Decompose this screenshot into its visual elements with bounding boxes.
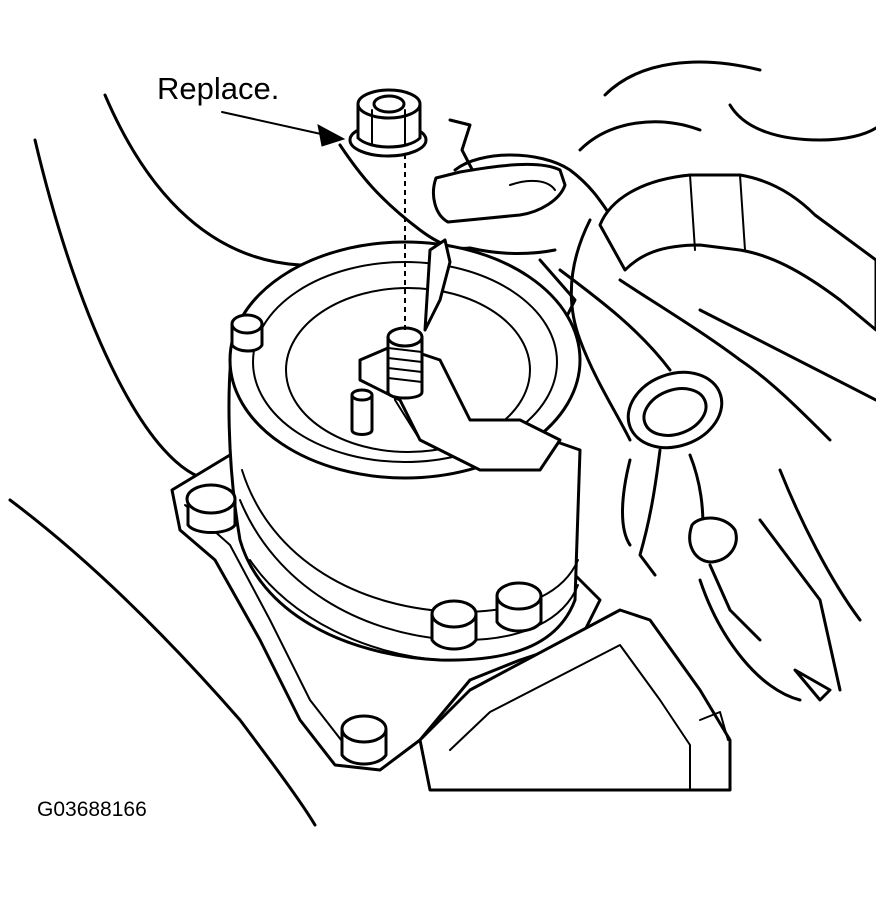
right-side-hoses xyxy=(558,60,876,692)
callout-arrow xyxy=(221,111,346,147)
bolt-center-right xyxy=(495,581,543,633)
hose-clamp xyxy=(621,370,832,702)
bolt-left xyxy=(185,483,237,534)
bolt-center-left xyxy=(430,599,478,651)
bolt-upper-left xyxy=(230,313,264,353)
threaded-stud xyxy=(386,145,424,400)
callout-label: Replace. xyxy=(157,71,279,106)
mount-bolts xyxy=(185,313,543,766)
transmission-housing xyxy=(418,608,732,792)
flange-nut xyxy=(348,88,428,158)
bolt-bottom xyxy=(340,714,388,766)
figure-code: G03688166 xyxy=(37,798,147,821)
